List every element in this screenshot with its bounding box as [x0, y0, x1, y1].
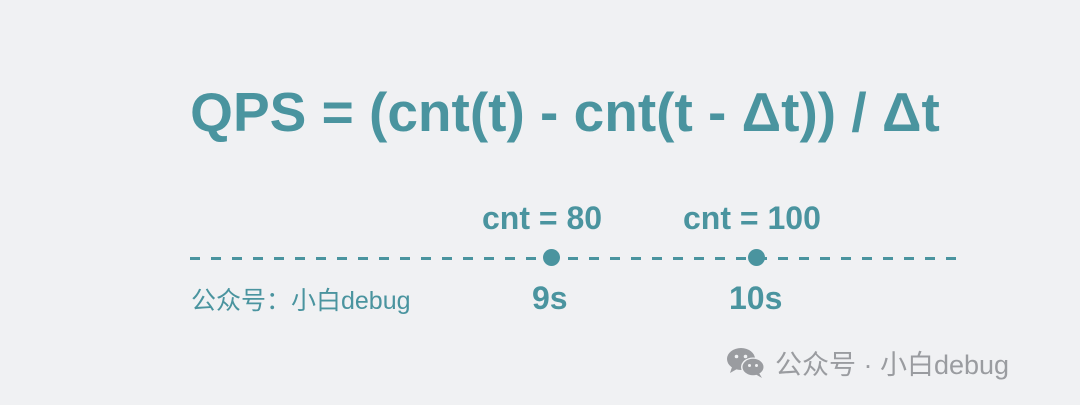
watermark-text: 公众号 · 小白debug — [775, 350, 1010, 380]
time-label-9s: 9s — [532, 280, 568, 316]
timeline-point-9s — [543, 249, 560, 266]
cnt-label-9s: cnt = 80 — [482, 200, 603, 236]
account-label: 公众号：小白debug — [191, 287, 411, 315]
timeline-point-10s — [748, 249, 765, 266]
cnt-label-10s: cnt = 100 — [683, 200, 821, 236]
watermark: 公众号 · 小白debug — [726, 343, 1009, 382]
qps-formula: QPS = (cnt(t) - cnt(t - Δt)) / Δt — [190, 81, 940, 143]
wechat-icon — [727, 347, 765, 378]
time-label-10s: 10s — [729, 280, 783, 316]
timeline-dashed-line — [190, 257, 960, 260]
